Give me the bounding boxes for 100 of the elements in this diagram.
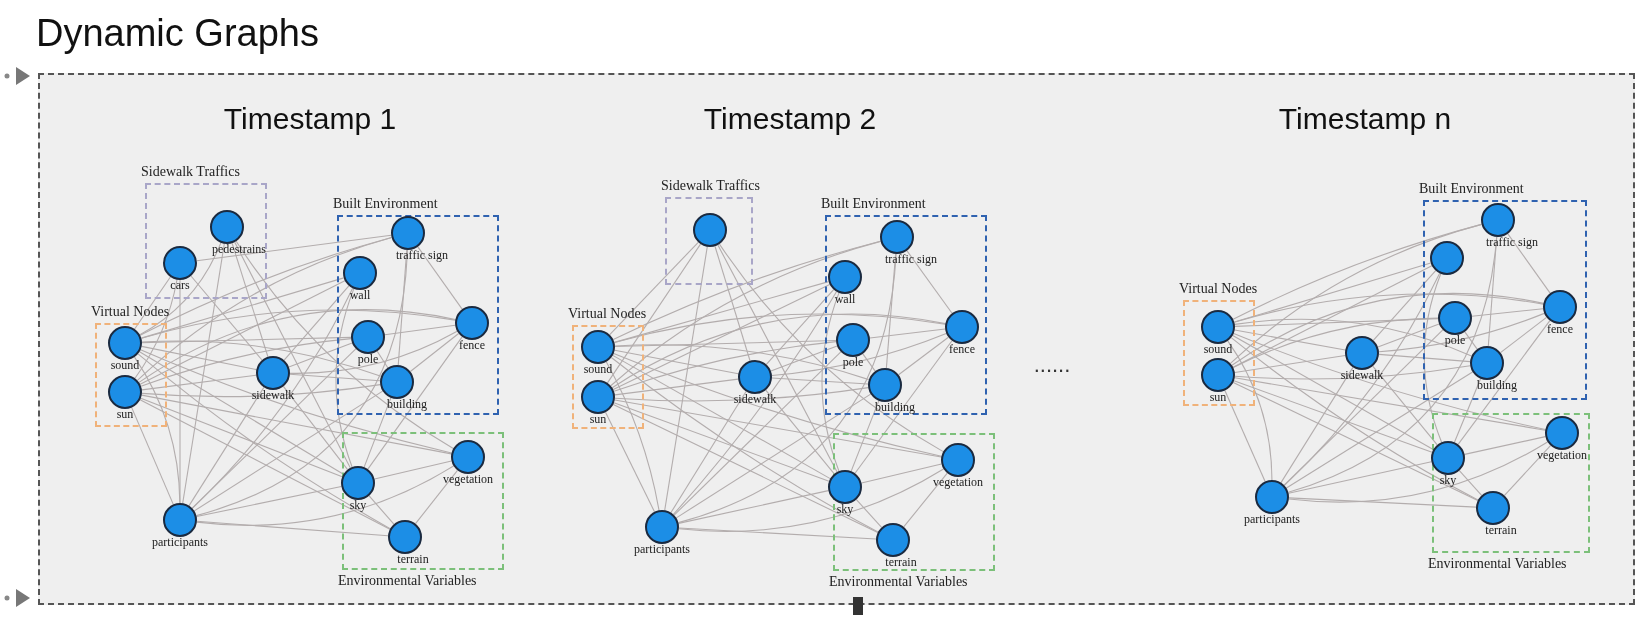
node-label: sound [110,359,140,372]
graph-edge [614,349,739,375]
graph-edge [675,393,872,519]
node-label: sky [1439,474,1457,487]
node-label: traffic sign [884,253,938,266]
graph-edge [1233,293,1544,323]
graph-edge [1234,377,1546,431]
graph-edge [140,397,343,478]
graph-edge [335,288,355,468]
graph-edge [1288,441,1549,503]
graph-edge [141,374,257,391]
graph-edge [234,241,351,469]
graph-edge [134,276,171,330]
group-heading: Built Environment [333,196,438,212]
graph-edge [141,345,257,371]
group-heading: Environmental Variables [338,573,477,589]
node-label: sun [589,413,607,426]
graph-edge [672,291,837,515]
graph-edge [195,249,408,517]
graph-edge [614,387,869,402]
node-label: pedestrains [212,243,266,256]
graph-edge [612,354,831,480]
graph-edge [137,353,391,530]
graph-edge [1232,265,1433,368]
graph-edge [869,328,946,339]
graph-edge [289,330,458,374]
graph-edge [131,407,174,505]
graph-edge [1233,332,1546,430]
graph-edge [376,350,389,369]
graph-edge [196,520,389,537]
graph-edge [606,243,702,384]
graph-edge [614,344,870,381]
graph-edge [765,289,835,365]
graph-edge [714,245,751,362]
graph-edge [1453,378,1482,443]
graph-edge [855,499,883,528]
graph-edge [612,403,879,534]
graph-edge [363,397,392,468]
group-heading: Environmental Variables [829,574,968,590]
graph-edge [1232,317,1439,368]
node-label: sky [836,503,854,516]
group-heading: Sidewalk Traffics [141,164,240,180]
graph-edge [1288,497,1477,508]
node-label: building [875,401,915,414]
graph-edge [1227,340,1273,481]
graph-edge [1487,236,1498,347]
group-heading: Virtual Nodes [1179,281,1258,297]
graph-edge [140,309,456,339]
graph-edge [1285,371,1474,489]
graph-edge [196,485,342,518]
group-heading: Environmental Variables [1428,556,1567,572]
ellipsis: ...... [1033,352,1071,378]
node-label: sidewalk [1340,369,1384,382]
node-label: building [1477,379,1517,392]
node-label: vegetation [933,476,983,489]
node-label: participants [1244,513,1300,526]
graph-edge [821,292,840,472]
node-label: pole [842,356,864,369]
graph-edge [611,313,946,389]
graph-edge [140,349,452,454]
graph-edge [1229,223,1483,364]
graph-edge [409,332,460,373]
graph-edge [613,402,830,482]
graph-edge [1230,337,1479,501]
node-label: wall [834,293,856,306]
graph-edge [179,279,181,504]
graph-edge [196,465,455,526]
graph-edge [417,246,463,310]
graph-edge [861,463,942,484]
node-label: fence [459,339,485,352]
group-heading: Virtual Nodes [568,306,647,322]
graph-edge [1234,329,1346,351]
graph-edge [374,460,452,480]
graph-edge [196,234,392,262]
node-label: terrain [885,556,917,569]
graph-edge [1503,444,1552,497]
node-label: vegetation [1537,449,1587,462]
graph-edge [136,237,393,381]
node-label: terrain [1485,524,1517,537]
graph-edge [664,246,708,511]
graph-edge [717,244,838,473]
graph-edge [678,527,877,540]
graph-edge [1234,365,1471,380]
node-label: sun [1209,391,1227,404]
graph-edge [1499,316,1548,354]
graph-edge [282,385,349,471]
graph-edge [678,468,945,532]
graph-edge [1507,233,1551,294]
graph-edge [1232,334,1434,451]
node-label: participants [634,543,690,556]
graph-edge [231,242,269,358]
graph-edge [1457,320,1551,445]
diagram-title: Dynamic Graphs [36,12,319,55]
node-label: building [387,398,427,411]
graph-edge [190,275,263,361]
graph-edge [1288,461,1432,494]
graph-edge [384,324,456,336]
graph-edge [193,390,384,512]
timestamp-heading: Timestamp n [1278,102,1452,136]
graph-edge [605,361,660,511]
